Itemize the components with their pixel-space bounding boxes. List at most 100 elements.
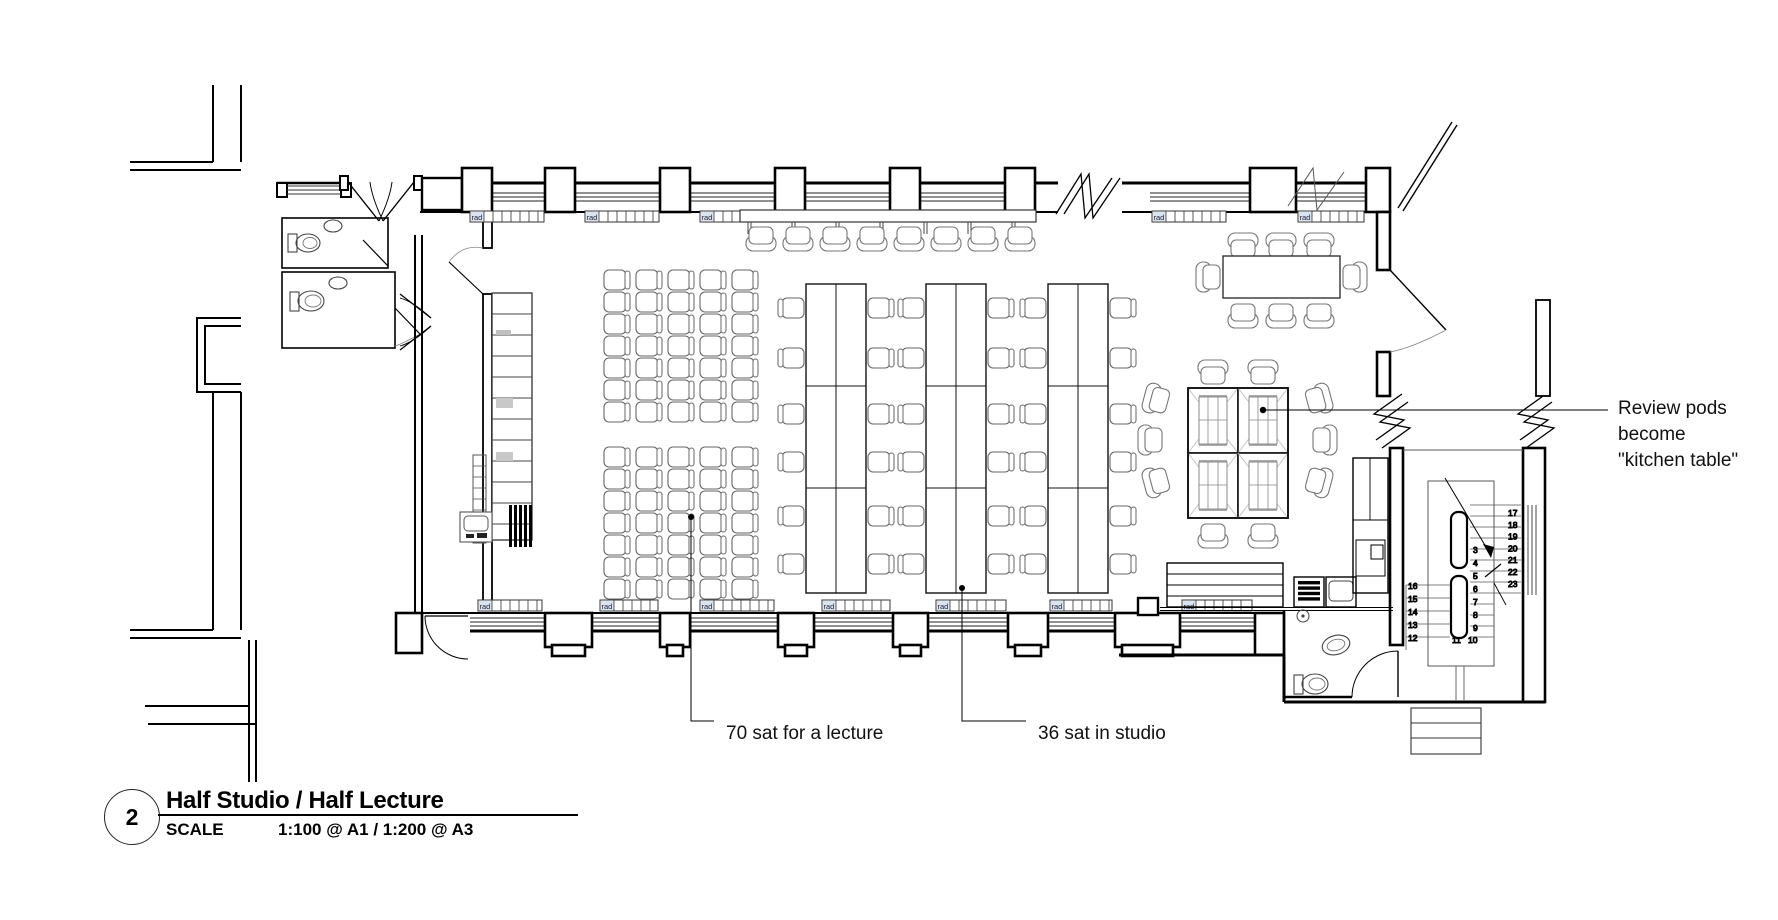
lecture-chair <box>603 291 631 313</box>
lecture-chair <box>667 578 695 600</box>
studio-chair <box>867 403 895 425</box>
svg-text:20: 20 <box>1508 543 1518 553</box>
svg-text:10: 10 <box>1468 635 1478 645</box>
counter-stool <box>930 226 962 252</box>
studio-chair <box>1109 297 1137 319</box>
studio-chair <box>1019 553 1047 575</box>
lecture-chair <box>699 578 727 600</box>
svg-text:4: 4 <box>1473 558 1478 568</box>
studio-chair <box>987 403 1015 425</box>
lecture-chair <box>699 534 727 556</box>
lecture-chair <box>731 379 759 401</box>
lecture-chair <box>699 357 727 379</box>
lecture-chair <box>603 269 631 291</box>
studio-chair <box>777 451 805 473</box>
entry-double-doors <box>339 175 464 222</box>
lecture-chair <box>667 269 695 291</box>
svg-text:9: 9 <box>1473 623 1478 633</box>
southwest-door <box>424 615 469 660</box>
svg-text:rad: rad <box>480 602 491 611</box>
lecture-chair <box>667 291 695 313</box>
svg-text:21: 21 <box>1508 555 1518 565</box>
lecture-chair <box>635 269 663 291</box>
svg-text:11: 11 <box>1452 635 1461 645</box>
counter-stool <box>1004 226 1036 252</box>
studio-chair <box>1109 505 1137 527</box>
shelving-unit <box>459 292 533 547</box>
wc-rooms-left <box>276 181 421 349</box>
lecture-chair <box>731 490 759 512</box>
lecture-chair <box>699 335 727 357</box>
svg-text:12: 12 <box>1408 633 1418 643</box>
svg-text:23: 23 <box>1508 579 1518 589</box>
svg-text:8: 8 <box>1473 610 1478 620</box>
studio-chair <box>987 451 1015 473</box>
studio-chair <box>1109 403 1137 425</box>
lecture-chair <box>603 401 631 423</box>
svg-text:rad: rad <box>1052 602 1063 611</box>
lecture-chair <box>603 468 631 490</box>
studio-chair <box>987 553 1015 575</box>
studio-chair <box>867 451 895 473</box>
studio-chair <box>1019 403 1047 425</box>
lecture-chair <box>699 446 727 468</box>
lecture-chair <box>731 335 759 357</box>
lecture-seating <box>603 269 759 600</box>
lecture-chair <box>731 401 759 423</box>
svg-text:rad: rad <box>824 602 835 611</box>
lecture-chair <box>731 512 759 534</box>
lecture-chair <box>667 379 695 401</box>
lecture-chair <box>731 468 759 490</box>
lecture-chair <box>635 534 663 556</box>
studio-chair <box>777 403 805 425</box>
lecture-chair <box>603 578 631 600</box>
lecture-chair <box>667 401 695 423</box>
svg-text:rad: rad <box>472 213 483 222</box>
svg-text:rad: rad <box>938 602 949 611</box>
annotation-lecture-seats: 70 sat for a lecture <box>726 723 884 744</box>
scale-value: 1:100 @ A1 / 1:200 @ A3 <box>278 820 474 839</box>
svg-text:19: 19 <box>1508 532 1518 542</box>
studio-chair <box>987 297 1015 319</box>
studio-chair <box>897 553 925 575</box>
lecture-chair <box>667 534 695 556</box>
lecture-chair <box>603 335 631 357</box>
studio-chair <box>867 347 895 369</box>
lecture-chair <box>635 379 663 401</box>
lecture-chair <box>635 446 663 468</box>
lecture-chair <box>635 556 663 578</box>
svg-text:3: 3 <box>1473 545 1478 555</box>
printer <box>459 511 493 543</box>
leader-lines <box>688 406 1608 722</box>
lecture-chair <box>635 291 663 313</box>
annotation-review-pods-line2: become <box>1618 424 1686 445</box>
studio-chair <box>1109 347 1137 369</box>
svg-text:5: 5 <box>1473 571 1478 581</box>
lecture-chair <box>603 313 631 335</box>
drawing-title: Half Studio / Half Lecture <box>166 787 444 814</box>
lecture-chair <box>603 357 631 379</box>
annotation-review-pods: Review pods become "kitchen table" <box>1618 396 1738 474</box>
lecture-chair <box>635 335 663 357</box>
lecture-chair <box>667 335 695 357</box>
window-counter-stools <box>739 209 1037 252</box>
studio-chair <box>897 505 925 527</box>
lecture-chair <box>699 556 727 578</box>
lecture-chair <box>699 490 727 512</box>
lecture-chair <box>667 357 695 379</box>
studio-chair <box>777 297 805 319</box>
lecture-chair <box>731 313 759 335</box>
lecture-chair <box>699 269 727 291</box>
studio-chair <box>777 553 805 575</box>
counter-stool <box>967 226 999 252</box>
lecture-chair <box>667 556 695 578</box>
review-pods-group <box>1137 359 1338 549</box>
studio-chair <box>1109 451 1137 473</box>
studio-chair <box>867 505 895 527</box>
kitchen-units <box>1160 457 1393 611</box>
svg-text:rad: rad <box>587 213 598 222</box>
studio-chair <box>1019 297 1047 319</box>
studio-chair <box>1109 553 1137 575</box>
lecture-chair <box>603 512 631 534</box>
svg-text:16: 16 <box>1408 581 1418 591</box>
